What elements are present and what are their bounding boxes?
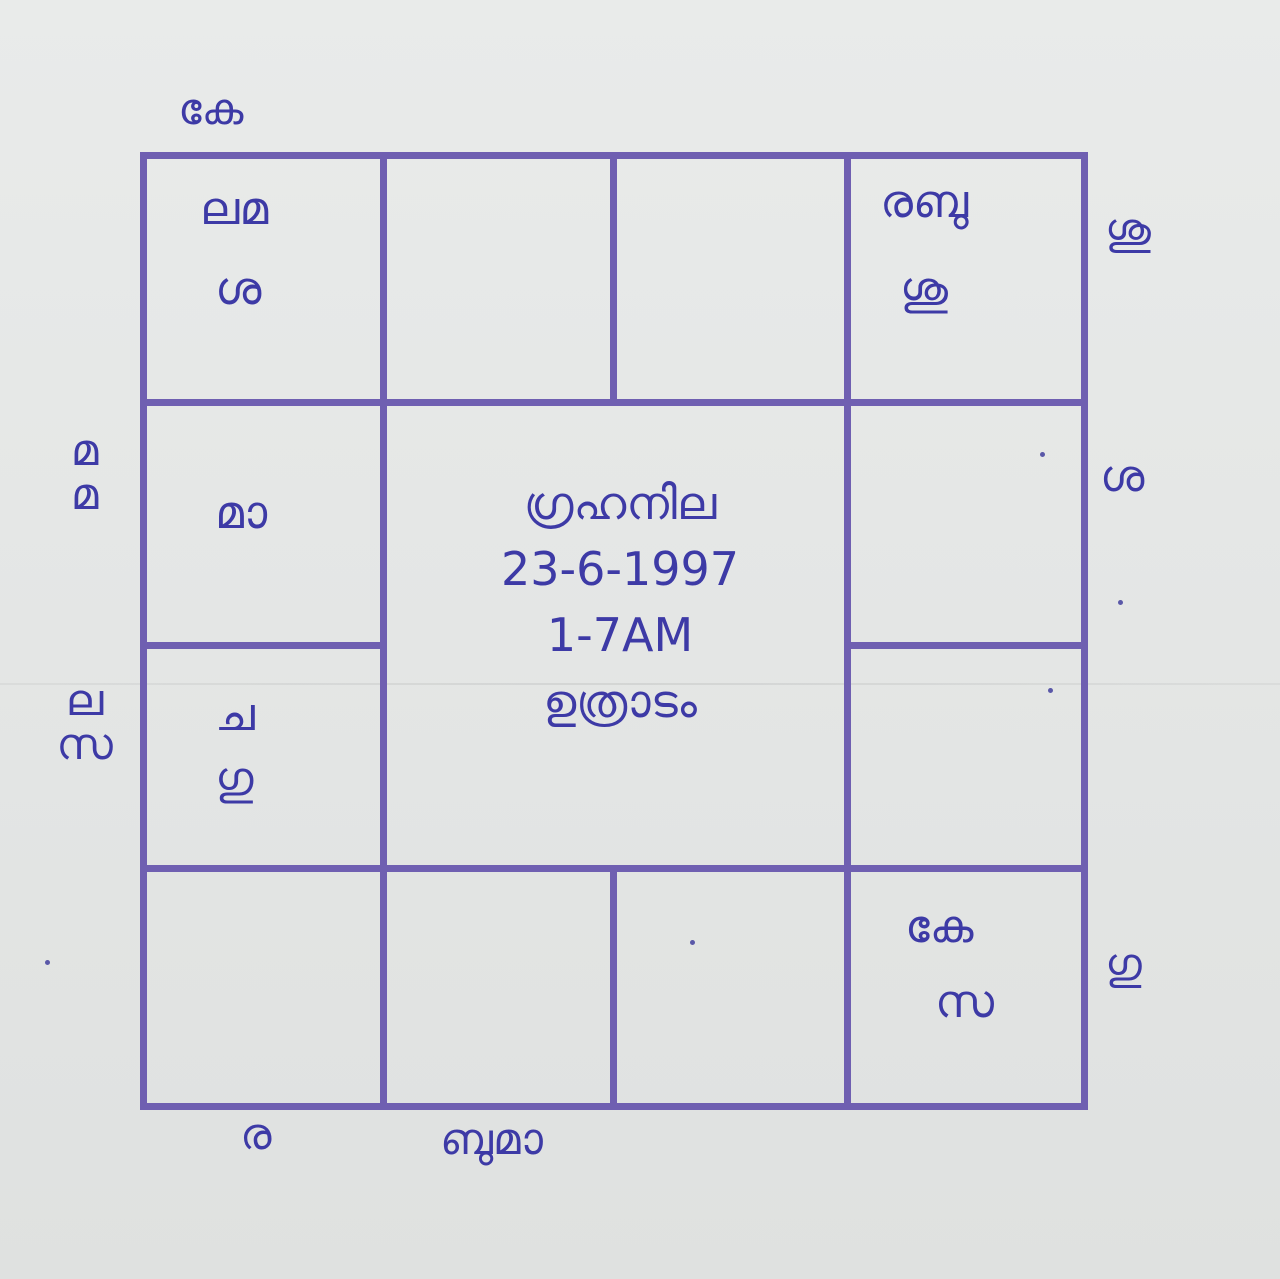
grid-row-line-2a bbox=[140, 642, 380, 649]
house-r4c4-line2: സ bbox=[935, 974, 994, 1028]
birth-star: ഉത്രാടം bbox=[543, 674, 697, 728]
grid-col-line-2a bbox=[610, 152, 617, 399]
ink-dot bbox=[1118, 600, 1123, 605]
outer-right-row4: ഗു bbox=[1105, 939, 1142, 990]
horoscope-grid bbox=[140, 152, 1088, 1110]
grid-col-line-1 bbox=[380, 152, 387, 1110]
birth-date: 23-6-1997 bbox=[500, 542, 740, 596]
grid-col-line-2b bbox=[610, 865, 617, 1110]
center-info: ഗ്രഹനില 23-6-1997 1-7AM ഉത്രാടം bbox=[400, 470, 840, 734]
paper-fold bbox=[0, 683, 1280, 685]
house-r3c1-line1: ച bbox=[215, 687, 255, 741]
ink-dot bbox=[1040, 452, 1045, 457]
house-r3c1-line2: ഗു bbox=[215, 751, 254, 805]
house-r2c1: മാ bbox=[215, 485, 268, 539]
outer-left-row3: ലസ bbox=[60, 680, 112, 768]
grid-col-line-3 bbox=[844, 152, 851, 1110]
grid-left-border bbox=[140, 152, 147, 1110]
house-r4c4-line1: കേ bbox=[905, 899, 974, 953]
outer-bottom-col2: ബുമാ bbox=[440, 1114, 543, 1165]
ink-dot bbox=[690, 940, 695, 945]
grid-row-line-2b bbox=[848, 642, 1088, 649]
birth-time: 1-7AM bbox=[546, 608, 694, 662]
grid-right-border bbox=[1081, 152, 1088, 1110]
house-r1c4-line1: രബു bbox=[880, 174, 969, 228]
outer-right-row2: ശ bbox=[1100, 451, 1145, 502]
chart-title: ഗ്രഹനില bbox=[523, 476, 717, 530]
ink-dot bbox=[45, 960, 50, 965]
outer-left-row2: മമ bbox=[60, 430, 112, 518]
outer-top-left: കേ bbox=[178, 84, 244, 135]
house-r1c4-line2: ശു bbox=[900, 261, 948, 315]
ink-dot bbox=[1048, 688, 1053, 693]
outer-bottom-col1: ര bbox=[240, 1109, 272, 1160]
house-r1c1-line2: ശ bbox=[215, 261, 262, 315]
grid-row-line-1 bbox=[140, 399, 1088, 406]
house-r1c1-line1: ലമ bbox=[200, 181, 269, 235]
outer-right-row1: ശു bbox=[1105, 204, 1151, 255]
